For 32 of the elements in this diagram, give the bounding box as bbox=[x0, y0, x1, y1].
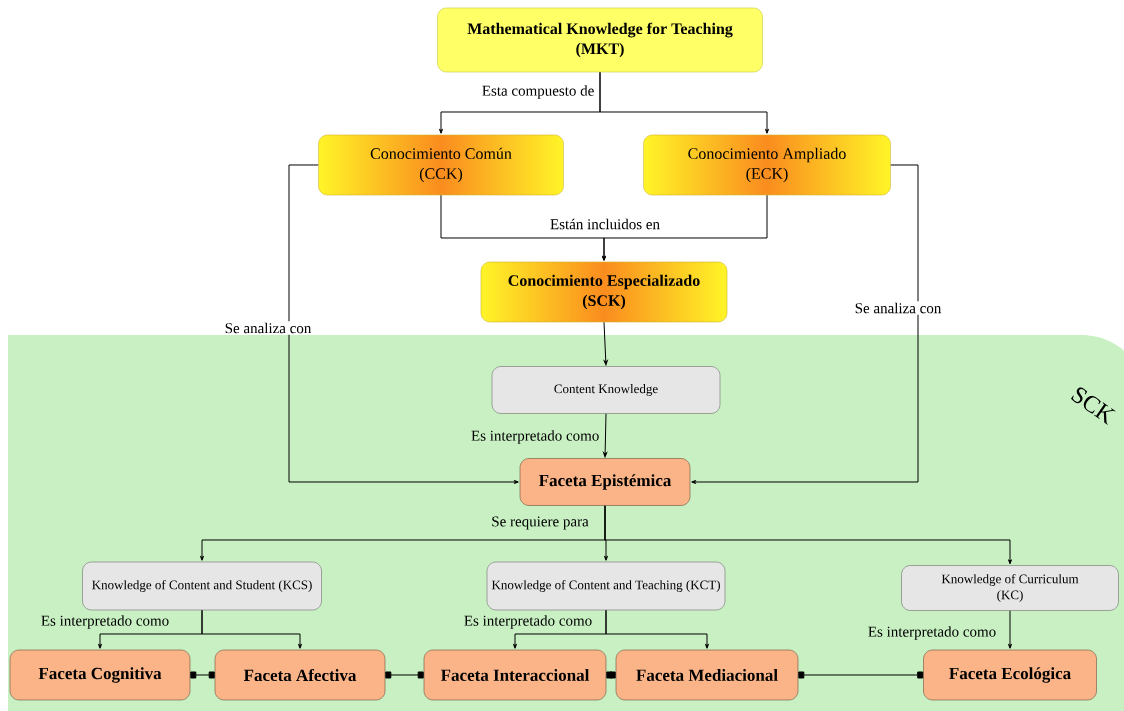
arrow bbox=[603, 413, 608, 458]
concept-box: Conocimiento Ampliado (ECK) bbox=[643, 134, 891, 196]
process-box: Knowledge of Content and Teaching (KCT) bbox=[486, 561, 726, 611]
arrow bbox=[201, 609, 302, 649]
arrow bbox=[385, 671, 424, 679]
process-box: Knowledge of Curriculum (KC) bbox=[901, 565, 1119, 611]
arrow bbox=[599, 71, 769, 134]
facet-box: Faceta Afectiva bbox=[214, 649, 386, 701]
process-box: Content Knowledge bbox=[491, 366, 721, 414]
process-box: Knowledge of Content and Student (KCS) bbox=[82, 561, 322, 611]
concept-box: Conocimiento Común (CCK) bbox=[318, 134, 564, 196]
facet-box: Faceta Epistémica bbox=[519, 458, 691, 506]
title-box: Mathematical Knowledge for Teaching (MKT) bbox=[437, 7, 763, 73]
edge-label: Esta compuesto de bbox=[480, 83, 596, 101]
facet-box: Faceta Ecológica bbox=[923, 649, 1097, 701]
arrow bbox=[1008, 610, 1012, 649]
arrow bbox=[691, 164, 919, 484]
facet-box: Faceta Cognitiva bbox=[9, 649, 191, 701]
facet-box: Faceta Interaccional bbox=[423, 649, 607, 701]
arrow bbox=[190, 671, 215, 679]
edge-label: Se analiza con bbox=[223, 321, 313, 335]
concept-box: Conocimiento Especializado (SCK) bbox=[480, 261, 728, 323]
arrow bbox=[288, 164, 519, 484]
facet-box: Faceta Mediacional bbox=[615, 649, 799, 701]
edge-label: Se analiza con bbox=[853, 301, 943, 315]
arrow bbox=[604, 505, 1012, 565]
arrow bbox=[606, 671, 616, 679]
arrow bbox=[798, 671, 924, 679]
edge-label: Están incluidos en bbox=[548, 217, 662, 231]
arrow bbox=[605, 609, 709, 649]
arrow bbox=[602, 194, 768, 261]
arrow bbox=[603, 321, 608, 366]
